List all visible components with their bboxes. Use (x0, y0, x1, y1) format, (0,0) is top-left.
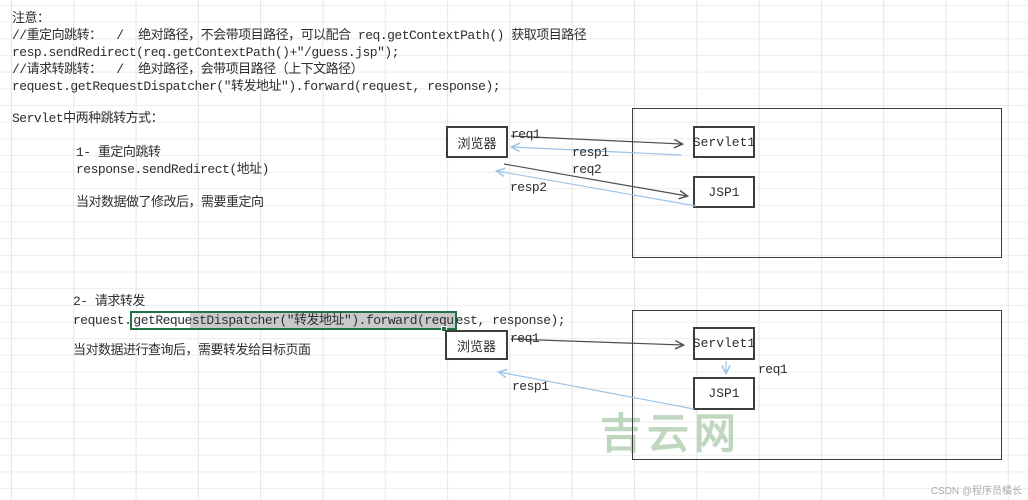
selected-code-range[interactable]: getRequestDispatcher("转发地址").forward(req… (130, 311, 457, 330)
selection-handle[interactable] (441, 326, 447, 332)
forward-code-line: request.getRequestDispatcher("转发地址").for… (73, 311, 566, 330)
d2-inner-req1-label: req1 (758, 362, 788, 377)
csdn-watermark: CSDN @程序员橘长 (930, 486, 1022, 497)
forward-code-prefix: request. (73, 313, 132, 328)
d1-resp1-label: resp1 (572, 145, 609, 160)
note-redirect-comment: //重定向跳转： / 绝对路径，不会带项目路径，可以配合 req.getCont… (12, 28, 587, 43)
note-title: 注意： (12, 11, 50, 26)
d1-req1-label: req1 (511, 127, 541, 142)
redirect-code: response.sendRedirect(地址) (76, 162, 269, 177)
note-redirect-code: resp.sendRedirect(req.getContextPath()+"… (12, 45, 399, 60)
d1-req2-label: req2 (572, 162, 602, 177)
diagram1-browser-box[interactable]: 浏览器 (446, 126, 508, 158)
diagram1-jsp-box[interactable]: JSP1 (693, 176, 755, 208)
diagram2-browser-box[interactable]: 浏览器 (445, 330, 508, 360)
section-title: Servlet中两种跳转方式： (12, 111, 164, 126)
diagram2-servlet-box[interactable]: Servlet1 (693, 327, 755, 360)
diagram1-servlet-box[interactable]: Servlet1 (693, 126, 755, 158)
diagram2-server-container[interactable] (632, 310, 1002, 460)
redirect-note: 当对数据做了修改后，需要重定向 (76, 195, 264, 210)
redirect-heading: 1- 重定向跳转 (76, 145, 161, 160)
diagram1-server-container[interactable] (632, 108, 1002, 258)
d2-req1-label: req1 (510, 331, 540, 346)
diagram2-jsp-box[interactable]: JSP1 (693, 377, 755, 410)
d1-resp2-label: resp2 (510, 180, 547, 195)
forward-note: 当对数据进行查询后，需要转发给目标页面 (73, 343, 311, 358)
forward-code-suffix: est, response); (455, 313, 566, 328)
site-watermark: 吉云网 (600, 410, 742, 457)
note-forward-code: request.getRequestDispatcher("转发地址").for… (12, 79, 501, 94)
d2-resp1-label: resp1 (512, 379, 549, 394)
note-forward-comment: //请求转跳转： / 绝对路径，会带项目路径（上下文路径） (12, 62, 364, 77)
forward-heading: 2- 请求转发 (73, 294, 145, 309)
